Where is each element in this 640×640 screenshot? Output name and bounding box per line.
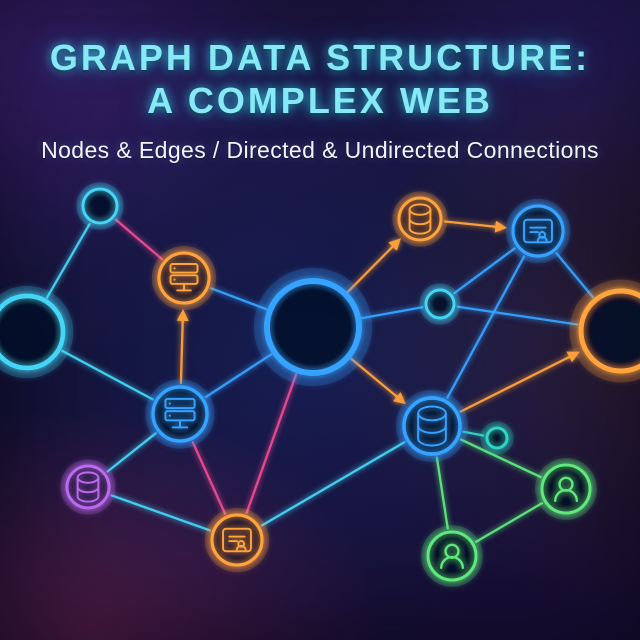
edge-n11-n14-undirected	[435, 456, 449, 530]
edge-n5-n7-undirected	[555, 252, 595, 299]
circle-node-n6	[419, 283, 461, 325]
edge-n3-n9-undirected	[204, 353, 273, 399]
id-card-node-n13	[204, 507, 270, 573]
user-node-n15	[535, 458, 597, 520]
edge-n5-n11-undirected	[446, 255, 526, 400]
edge-layer	[45, 218, 595, 543]
edge-n2-n3-undirected	[209, 287, 268, 311]
user-icon	[440, 543, 464, 570]
edge-n1-n2-undirected	[114, 218, 164, 261]
circle-node-n7	[569, 279, 640, 383]
circle-node-n3	[253, 267, 373, 387]
database-node-n11	[395, 389, 469, 463]
edge-n9-n13-undirected	[191, 441, 227, 515]
edge-n14-n15-undirected	[474, 502, 544, 543]
node-layer	[0, 182, 640, 587]
circle-node-n8	[0, 285, 74, 379]
edge-n9-n2-directed	[176, 309, 189, 385]
database-icon	[76, 471, 100, 503]
circle-node-n12	[480, 421, 514, 455]
id-card-icon	[523, 218, 553, 244]
edge-n3-n11-directed	[350, 357, 406, 405]
edge-n8-n9-undirected	[61, 349, 154, 401]
database-node-n10	[60, 459, 116, 515]
edge-n9-n10-undirected	[106, 432, 157, 473]
edge-n3-n6-undirected	[361, 306, 424, 320]
database-node-n4	[392, 191, 448, 247]
user-icon	[554, 476, 578, 503]
edge-n6-n7-undirected	[456, 305, 579, 326]
edge-n1-n8-undirected	[45, 223, 91, 299]
server-node-n2	[151, 245, 217, 311]
id-card-node-n5	[505, 198, 571, 264]
id-card-icon	[222, 527, 252, 553]
edge-n4-n5-directed	[443, 220, 508, 233]
database-icon	[408, 203, 432, 235]
edge-n6-n5-undirected	[453, 247, 516, 295]
server-icon	[164, 397, 196, 429]
server-node-n9	[145, 379, 215, 449]
edge-n11-n15-undirected	[459, 438, 542, 479]
edge-n3-n13-undirected	[245, 372, 298, 514]
user-node-n14	[421, 525, 483, 587]
server-icon	[169, 263, 199, 292]
circle-node-n1	[76, 182, 124, 230]
edge-n3-n4-directed	[347, 238, 402, 293]
edge-n11-n13-undirected	[260, 441, 406, 527]
database-icon	[417, 405, 447, 447]
edge-n11-n7-directed	[459, 351, 580, 413]
edge-n10-n13-undirected	[110, 494, 211, 532]
